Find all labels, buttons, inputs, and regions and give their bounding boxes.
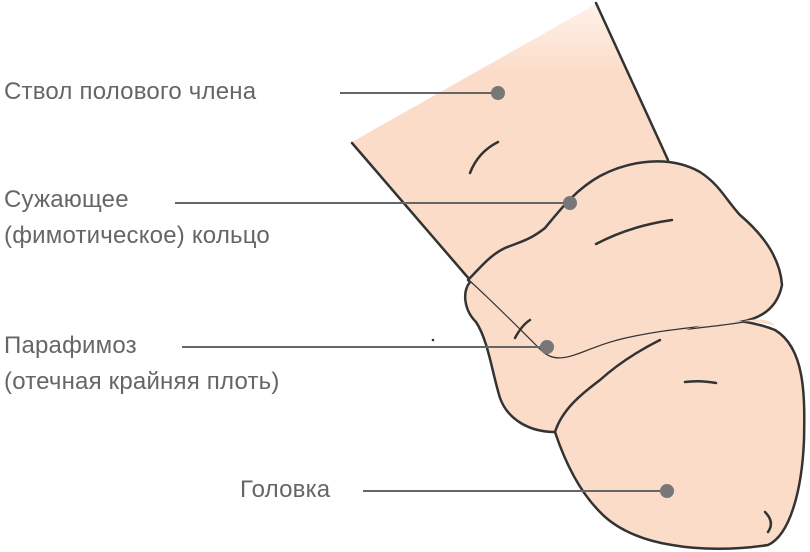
ring-label-line2: (фимотическое) кольцо	[4, 222, 270, 249]
glans-label-text: Головка	[240, 476, 331, 503]
constriction-ring-label: Сужающее (фимотическое) кольцо	[4, 182, 270, 254]
paraphimosis-label-line2: (отечная крайняя плоть)	[4, 368, 280, 395]
shaft-outline-right	[594, 1, 670, 162]
paraphimosis-label-line1: Парафимоз	[4, 332, 137, 359]
glans-meatus	[683, 379, 718, 385]
paraphimosis-crease	[513, 318, 532, 340]
shaft-marker-dot	[491, 86, 505, 100]
penile-shaft	[352, 4, 668, 280]
ring-label-line1: Сужающее	[4, 186, 129, 213]
paraphimosis-label: Парафимоз (отечная крайняя плоть)	[4, 328, 280, 400]
glans-label: Головка	[240, 472, 330, 508]
glans-marker-dot	[660, 484, 674, 498]
shaft-label-text: Ствол полового члена	[4, 78, 257, 105]
paraphimosis	[465, 282, 775, 432]
shaft-outline-left	[350, 141, 472, 282]
constriction-ring	[466, 160, 784, 360]
shaft-crease	[468, 140, 500, 175]
paraphimosis-glans-border	[553, 338, 662, 434]
glans-tip-fold	[763, 510, 773, 534]
paraphimosis-marker-dot	[540, 340, 554, 354]
ring-crease	[594, 218, 674, 246]
stray-dot	[431, 338, 435, 342]
shaft-label: Ствол полового члена	[4, 74, 256, 110]
ring-marker-dot	[563, 196, 577, 210]
paraphimosis-outline	[463, 280, 557, 434]
